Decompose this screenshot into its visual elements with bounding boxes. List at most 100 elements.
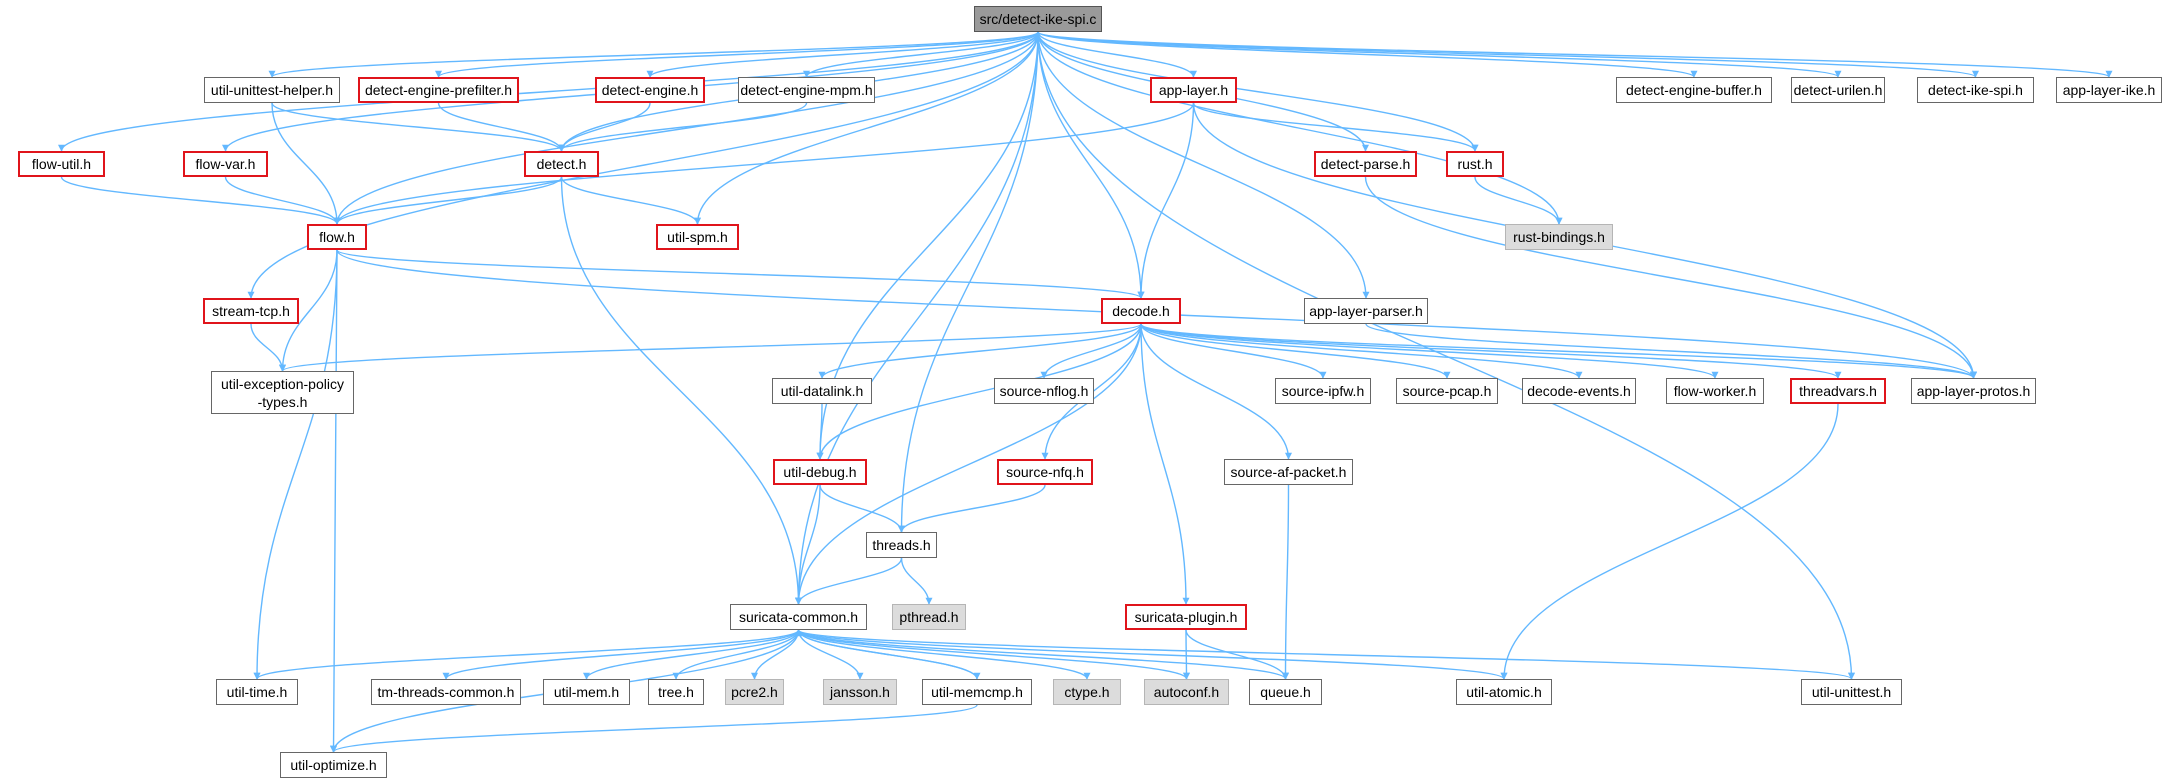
node-app-layer-ike[interactable]: app-layer-ike.h bbox=[2056, 77, 2162, 103]
edge-util-debug-to-threads bbox=[819, 484, 905, 533]
node-util-debug[interactable]: util-debug.h bbox=[773, 459, 867, 485]
edge-decode-to-source-pcap bbox=[1140, 323, 1451, 379]
node-util-unittest[interactable]: util-unittest.h bbox=[1801, 679, 1902, 705]
edge-root-detect-ike-spi-c-to-detect-engine bbox=[646, 31, 1039, 78]
edge-decode-to-util-exception-policy-types bbox=[279, 323, 1142, 372]
node-threadvars[interactable]: threadvars.h bbox=[1790, 378, 1886, 404]
node-autoconf[interactable]: autoconf.h bbox=[1144, 679, 1229, 705]
node-flow[interactable]: flow.h bbox=[307, 224, 367, 250]
node-detect[interactable]: detect.h bbox=[524, 151, 599, 177]
edge-root-detect-ike-spi-c-to-detect-engine-buffer bbox=[1037, 31, 1698, 78]
node-pcre2[interactable]: pcre2.h bbox=[725, 679, 784, 705]
edge-decode-to-source-ipfw bbox=[1140, 323, 1327, 379]
node-app-layer-protos[interactable]: app-layer-protos.h bbox=[1911, 378, 2036, 404]
edge-root-detect-ike-spi-c-to-util-unittest-helper bbox=[268, 31, 1039, 78]
node-util-exception-policy-types[interactable]: util-exception-policy -types.h bbox=[211, 371, 354, 414]
edge-suricata-common-to-util-mem bbox=[583, 629, 800, 680]
node-detect-urilen[interactable]: detect-urilen.h bbox=[1791, 77, 1885, 103]
node-detect-ike-spi-h[interactable]: detect-ike-spi.h bbox=[1917, 77, 2034, 103]
node-detect-engine-buffer[interactable]: detect-engine-buffer.h bbox=[1616, 77, 1772, 103]
edge-detect-to-suricata-common bbox=[560, 176, 802, 605]
edge-suricata-plugin-to-queue bbox=[1185, 629, 1289, 680]
node-source-pcap[interactable]: source-pcap.h bbox=[1396, 378, 1498, 404]
edge-detect-to-util-spm bbox=[560, 176, 701, 225]
edge-stream-tcp-to-util-exception-policy-types bbox=[250, 323, 286, 372]
node-source-af-packet[interactable]: source-af-packet.h bbox=[1224, 459, 1353, 485]
edge-suricata-common-to-tree bbox=[672, 629, 800, 680]
edge-suricata-common-to-util-atomic bbox=[797, 629, 1508, 680]
edge-detect-to-flow bbox=[333, 176, 563, 225]
edge-root-detect-ike-spi-c-to-app-layer-ike bbox=[1037, 31, 2113, 78]
edge-flow-var-to-flow bbox=[224, 176, 341, 225]
node-app-layer-parser[interactable]: app-layer-parser.h bbox=[1304, 298, 1428, 324]
edge-util-memcmp-to-util-optimize bbox=[330, 704, 978, 753]
node-util-atomic[interactable]: util-atomic.h bbox=[1456, 679, 1552, 705]
node-source-ipfw[interactable]: source-ipfw.h bbox=[1275, 378, 1371, 404]
node-flow-util[interactable]: flow-util.h bbox=[18, 151, 105, 177]
node-detect-engine[interactable]: detect-engine.h bbox=[595, 77, 705, 103]
edge-decode-to-util-debug bbox=[816, 323, 1142, 460]
edge-root-detect-ike-spi-c-to-suricata-common bbox=[795, 31, 1039, 605]
edge-root-detect-ike-spi-c-to-app-layer bbox=[1037, 31, 1197, 78]
node-ctype[interactable]: ctype.h bbox=[1053, 679, 1121, 705]
edge-util-datalink-to-util-debug bbox=[816, 403, 824, 460]
edge-rust-to-rust-bindings bbox=[1474, 176, 1563, 225]
edge-root-detect-ike-spi-c-to-decode bbox=[1037, 31, 1145, 299]
edge-source-nfq-to-threads bbox=[898, 484, 1046, 533]
node-tree[interactable]: tree.h bbox=[648, 679, 704, 705]
edge-source-af-packet-to-queue bbox=[1282, 484, 1290, 680]
edge-root-detect-ike-spi-c-to-util-unittest bbox=[1037, 31, 1855, 680]
edge-suricata-common-to-queue bbox=[797, 629, 1289, 680]
node-threads[interactable]: threads.h bbox=[866, 532, 937, 558]
edge-root-detect-ike-spi-c-to-detect-urilen bbox=[1037, 31, 1842, 78]
node-app-layer[interactable]: app-layer.h bbox=[1150, 77, 1237, 103]
node-util-unittest-helper[interactable]: util-unittest-helper.h bbox=[204, 77, 340, 103]
node-util-datalink[interactable]: util-datalink.h bbox=[772, 378, 872, 404]
edge-root-detect-ike-spi-c-to-detect-ike-spi-h bbox=[1037, 31, 1979, 78]
node-detect-parse[interactable]: detect-parse.h bbox=[1314, 151, 1417, 177]
node-util-spm[interactable]: util-spm.h bbox=[656, 224, 739, 250]
edge-root-detect-ike-spi-c-to-detect-engine-prefilter bbox=[435, 31, 1039, 78]
edge-root-detect-ike-spi-c-to-stream-tcp bbox=[247, 31, 1039, 299]
edge-util-unittest-helper-to-flow bbox=[271, 102, 341, 225]
edge-suricata-common-to-tm-threads-common bbox=[442, 629, 800, 680]
edge-threads-to-suricata-common bbox=[795, 557, 903, 605]
node-util-mem[interactable]: util-mem.h bbox=[543, 679, 630, 705]
edge-suricata-plugin-to-autoconf bbox=[1182, 629, 1190, 680]
edge-decode-to-app-layer-protos bbox=[1140, 323, 1977, 379]
node-pthread[interactable]: pthread.h bbox=[892, 604, 966, 630]
node-flow-worker[interactable]: flow-worker.h bbox=[1666, 378, 1764, 404]
node-detect-engine-mpm[interactable]: detect-engine-mpm.h bbox=[738, 77, 875, 103]
node-source-nfq[interactable]: source-nfq.h bbox=[997, 459, 1093, 485]
node-jansson[interactable]: jansson.h bbox=[823, 679, 897, 705]
node-detect-engine-prefilter[interactable]: detect-engine-prefilter.h bbox=[358, 77, 519, 103]
node-tm-threads-common[interactable]: tm-threads-common.h bbox=[371, 679, 521, 705]
edge-suricata-common-to-util-time bbox=[253, 629, 800, 680]
edge-root-detect-ike-spi-c-to-app-layer-parser bbox=[1037, 31, 1370, 299]
node-decode-events[interactable]: decode-events.h bbox=[1522, 378, 1636, 404]
node-flow-var[interactable]: flow-var.h bbox=[183, 151, 268, 177]
node-queue[interactable]: queue.h bbox=[1249, 679, 1322, 705]
edge-suricata-common-to-autoconf bbox=[797, 629, 1190, 680]
edge-root-detect-ike-spi-c-to-flow bbox=[333, 31, 1039, 225]
node-rust-bindings[interactable]: rust-bindings.h bbox=[1505, 224, 1613, 250]
node-util-time[interactable]: util-time.h bbox=[216, 679, 298, 705]
node-util-memcmp[interactable]: util-memcmp.h bbox=[922, 679, 1032, 705]
node-util-optimize[interactable]: util-optimize.h bbox=[280, 752, 387, 778]
node-root-detect-ike-spi-c[interactable]: src/detect-ike-spi.c bbox=[974, 6, 1102, 32]
edge-decode-to-flow-worker bbox=[1140, 323, 1719, 379]
node-decode[interactable]: decode.h bbox=[1101, 298, 1181, 324]
edge-flow-to-decode bbox=[336, 249, 1145, 299]
node-source-nflog[interactable]: source-nflog.h bbox=[994, 378, 1094, 404]
node-suricata-common[interactable]: suricata-common.h bbox=[730, 604, 867, 630]
edge-flow-to-util-time bbox=[253, 249, 338, 680]
node-stream-tcp[interactable]: stream-tcp.h bbox=[203, 298, 299, 324]
node-rust[interactable]: rust.h bbox=[1446, 151, 1504, 177]
edge-util-debug-to-suricata-common bbox=[795, 484, 821, 605]
edge-root-detect-ike-spi-c-to-util-spm bbox=[694, 31, 1039, 225]
node-suricata-plugin[interactable]: suricata-plugin.h bbox=[1125, 604, 1247, 630]
edge-decode-to-decode-events bbox=[1140, 323, 1583, 379]
edge-threadvars-to-util-atomic bbox=[1500, 403, 1839, 680]
edge-flow-to-util-optimize bbox=[330, 249, 338, 753]
edge-decode-to-threadvars bbox=[1140, 323, 1842, 379]
